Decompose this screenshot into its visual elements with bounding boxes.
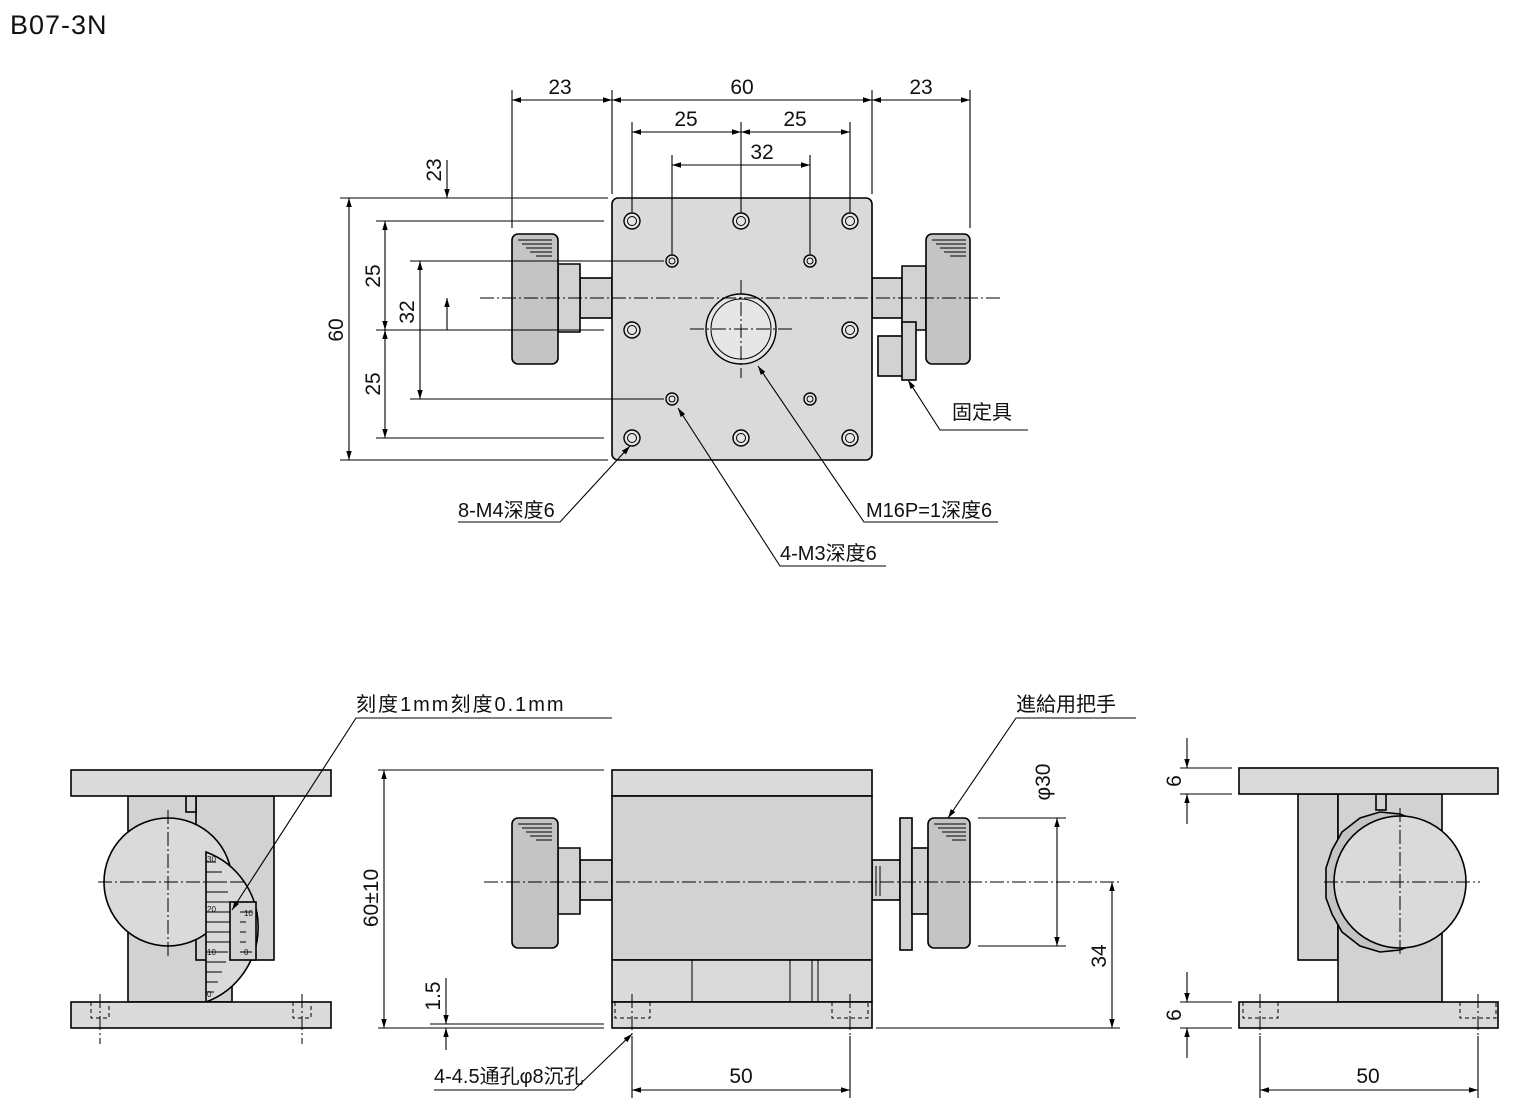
vernier-label-0: 0	[207, 990, 212, 999]
dim-side-top-6: 6	[1163, 775, 1186, 787]
right-base	[1238, 1001, 1499, 1029]
dim-top-right-23: 23	[909, 76, 932, 99]
dim-v-inner-32: 32	[396, 300, 419, 323]
left-feed-knob	[511, 233, 559, 365]
main-scale-label-10: 10	[244, 909, 253, 918]
dim-pitch-right-25: 25	[783, 108, 806, 131]
left-base	[70, 1001, 332, 1029]
dim-base-hole-pitch-50: 50	[729, 1065, 752, 1088]
dim-height-range: 60±10	[360, 869, 383, 927]
dim-knob-diameter: φ30	[1032, 764, 1055, 801]
vernier-label-30: 30	[207, 855, 216, 864]
front-top-plate	[611, 769, 873, 797]
front-lower-body	[611, 959, 873, 1003]
dim-pitch-left-25: 25	[674, 108, 697, 131]
front-view: 60±10 φ30 34 1.5 50 進給用把手 4-4.5通孔φ8沉孔	[360, 693, 1136, 1098]
front-right-knob	[927, 817, 971, 949]
dim-side-base-6: 6	[1163, 1009, 1186, 1021]
dim-v-upper-25: 25	[362, 264, 385, 287]
dim-knob-offset-23: 23	[423, 158, 446, 181]
clamp-lever	[901, 321, 917, 381]
dim-top-60: 60	[730, 76, 753, 99]
feed-knob-callout: 進給用把手	[1016, 693, 1116, 716]
top-view: 23 60 23 25 25 32 23 60 25 32 25 固定具 8-M…	[325, 76, 1028, 567]
front-body	[611, 795, 873, 961]
m4-holes	[623, 212, 859, 447]
left-top-plate	[70, 769, 332, 797]
m4-callout: 8-M4深度6	[458, 499, 555, 522]
front-left-shaft	[579, 859, 613, 901]
vernier-label-20: 20	[207, 905, 216, 914]
dim-height-60: 60	[325, 318, 348, 341]
base-holes-callout: 4-4.5通孔φ8沉孔	[434, 1065, 584, 1088]
dim-top-left-23: 23	[548, 76, 571, 99]
m3-callout: 4-M3深度6	[780, 542, 877, 565]
front-left-hub	[557, 847, 581, 915]
vernier-label-10: 10	[207, 948, 216, 957]
m3-holes	[665, 254, 817, 406]
front-right-hub	[911, 847, 929, 915]
drawing-title: B07-3N	[10, 10, 108, 40]
right-side-view: 6 6 50	[1163, 738, 1499, 1098]
scale-callout: 刻度1mm刻度0.1mm	[356, 693, 566, 716]
right-top-plate	[1238, 767, 1499, 795]
main-scale-label-0: 0	[244, 948, 249, 957]
clamp-callout: 固定具	[952, 401, 1012, 424]
left-side-view: 30 20 10 0 10 0 刻度1mm刻度0.1mm	[70, 693, 612, 1044]
front-left-knob	[511, 817, 559, 949]
dim-side-hole-pitch-50: 50	[1356, 1065, 1379, 1088]
front-scale-ring	[899, 817, 913, 951]
clamp-body	[877, 335, 905, 377]
dim-step-1-5: 1.5	[422, 981, 445, 1010]
dim-v-lower-25: 25	[362, 372, 385, 395]
right-feed-knob	[925, 233, 971, 365]
m16-callout: M16P=1深度6	[866, 499, 992, 522]
front-base	[611, 1001, 873, 1029]
dim-axis-height-34: 34	[1088, 944, 1111, 968]
dim-pitch-inner-32: 32	[750, 141, 773, 164]
